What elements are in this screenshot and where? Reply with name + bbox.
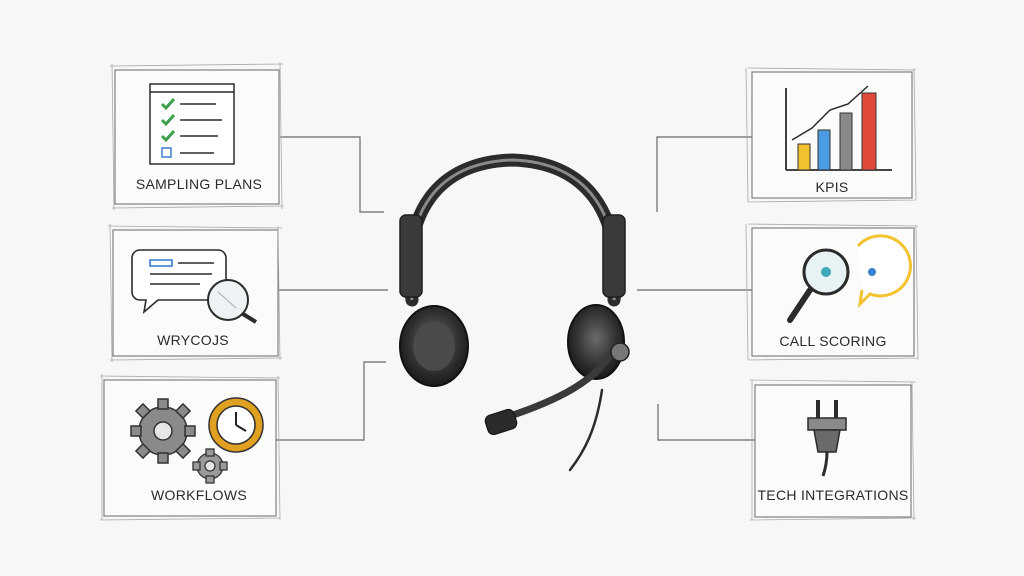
call-scoring-label: CALL SCORING (779, 333, 887, 349)
chat-magnifier-icon (131, 249, 258, 324)
kpis-label: KPIS (815, 179, 849, 195)
workflows-label: WORKFLOWS (150, 487, 248, 503)
connector-tech-integrations (657, 404, 755, 441)
connector-kpis (656, 136, 752, 212)
rubrics-label: WRYCOJS (157, 332, 229, 348)
magnifier-bubble-icon (787, 234, 912, 323)
small-gear-icon (192, 448, 228, 484)
gears-clock-icon (130, 397, 264, 484)
connector-workflows (276, 361, 386, 441)
connector-sampling-plans (280, 136, 384, 213)
checklist-icon (149, 83, 235, 165)
connector-lines (276, 136, 755, 441)
clock-icon (208, 397, 264, 453)
bar-chart-icon (785, 85, 892, 171)
large-gear-icon (130, 398, 196, 464)
sampling-plans-label: SAMPLING PLANS (135, 176, 263, 192)
plug-icon (807, 400, 847, 477)
panel-sampling-plans (109, 61, 285, 211)
headset-icon (399, 153, 630, 472)
panel-kpis (745, 67, 917, 203)
tech-integrations-label: TECH INTEGRATIONS (757, 487, 909, 503)
panel-tech-integrations (749, 379, 917, 521)
